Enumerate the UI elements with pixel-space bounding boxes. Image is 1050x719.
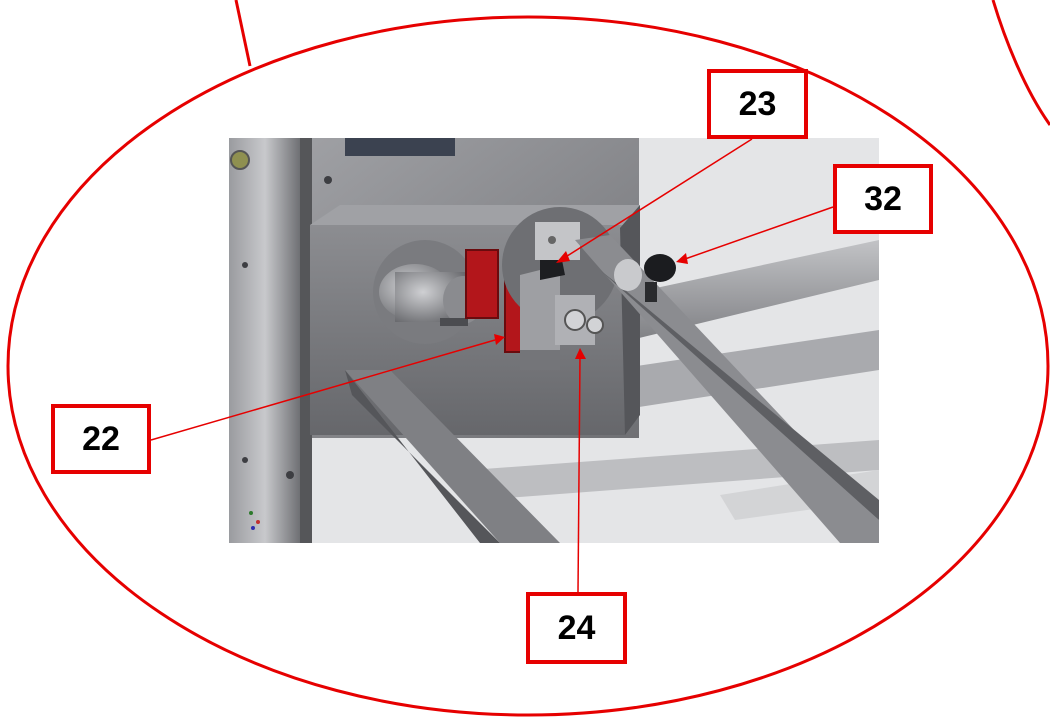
arrowhead-22 <box>494 334 505 345</box>
leader-32 <box>684 206 834 260</box>
arrowhead-24 <box>575 348 586 359</box>
leader-lines <box>150 138 834 593</box>
machine-render <box>229 138 879 543</box>
leader-22 <box>150 339 496 441</box>
callout-32: 32 <box>833 164 933 234</box>
arrowhead-32 <box>676 253 688 264</box>
arrowhead-23 <box>556 251 570 263</box>
magnifier-arc-right <box>991 0 1050 126</box>
callout-24: 24 <box>526 592 627 664</box>
leader-24 <box>577 356 581 593</box>
callout-22: 22 <box>51 404 151 474</box>
magnifier-line-left <box>234 0 252 67</box>
callout-23: 23 <box>707 69 808 139</box>
detail-magnifier-ellipse <box>6 15 1050 717</box>
leader-23 <box>563 138 753 259</box>
